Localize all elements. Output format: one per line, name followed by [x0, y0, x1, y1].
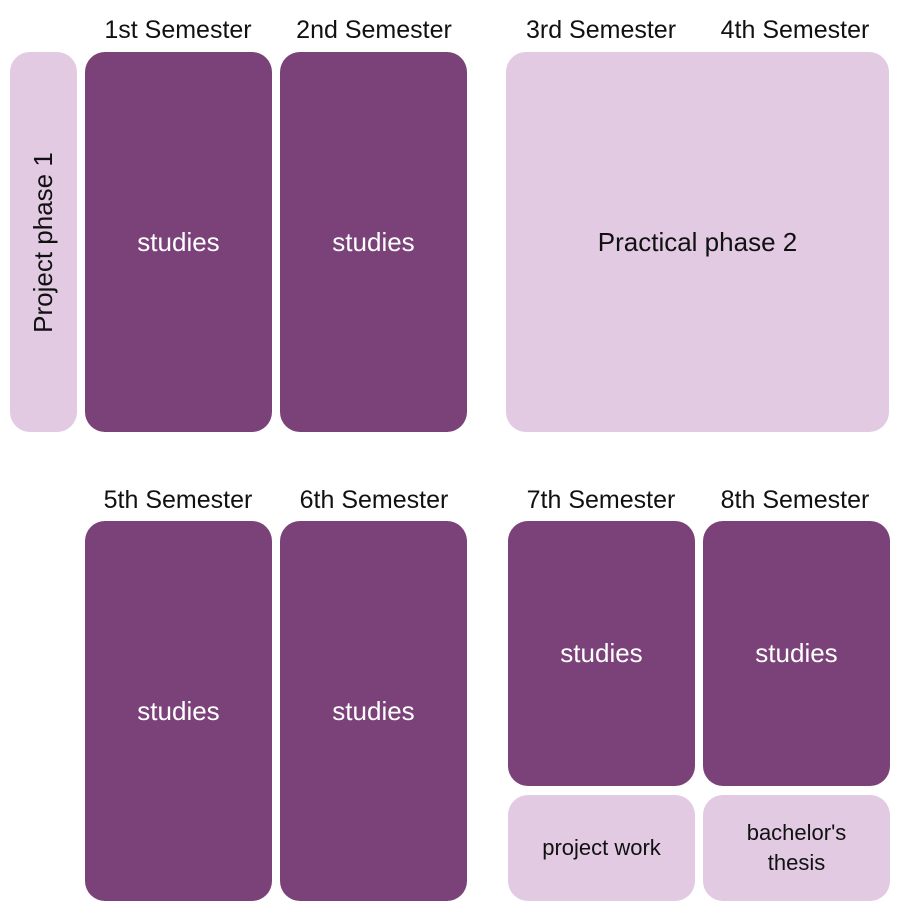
semester-2-label: 2nd Semester	[296, 16, 452, 44]
semester-8-label: 8th Semester	[720, 486, 870, 514]
semester-1-studies-label: studies	[137, 226, 220, 257]
semester-6-label: 6th Semester	[299, 486, 449, 514]
semester-7-studies-label: studies	[560, 638, 643, 668]
semester-7-label: 7th Semester	[526, 486, 676, 514]
semester-8-studies-block: studies	[703, 521, 890, 786]
project-work-block: project work	[508, 795, 695, 901]
project-phase-1-block: Project phase 1	[10, 52, 77, 432]
project-work-label: project work	[542, 835, 661, 861]
semester-2-studies-block: studies	[280, 52, 467, 432]
practical-phase-2-block: Practical phase 2	[506, 52, 889, 432]
bachelors-thesis-block: bachelor's thesis	[703, 795, 890, 901]
semester-1-label: 1st Semester	[104, 16, 252, 44]
semester-5-label: 5th Semester	[103, 486, 253, 514]
bachelors-thesis-label: bachelor's thesis	[746, 820, 847, 875]
semester-2-studies-label: studies	[332, 226, 415, 257]
semester-6-studies-block: studies	[280, 521, 467, 901]
semester-1-studies-block: studies	[85, 52, 272, 432]
project-phase-1-label: Project phase 1	[28, 151, 59, 333]
practical-phase-2-label: Practical phase 2	[597, 226, 798, 257]
semester-4-label: 4th Semester	[720, 16, 870, 44]
semester-5-studies-block: studies	[85, 521, 272, 901]
semester-3-label: 3rd Semester	[525, 16, 677, 44]
semester-6-studies-label: studies	[332, 695, 415, 726]
semester-7-studies-block: studies	[508, 521, 695, 786]
semester-5-studies-label: studies	[137, 695, 220, 726]
semester-8-studies-label: studies	[755, 638, 838, 668]
